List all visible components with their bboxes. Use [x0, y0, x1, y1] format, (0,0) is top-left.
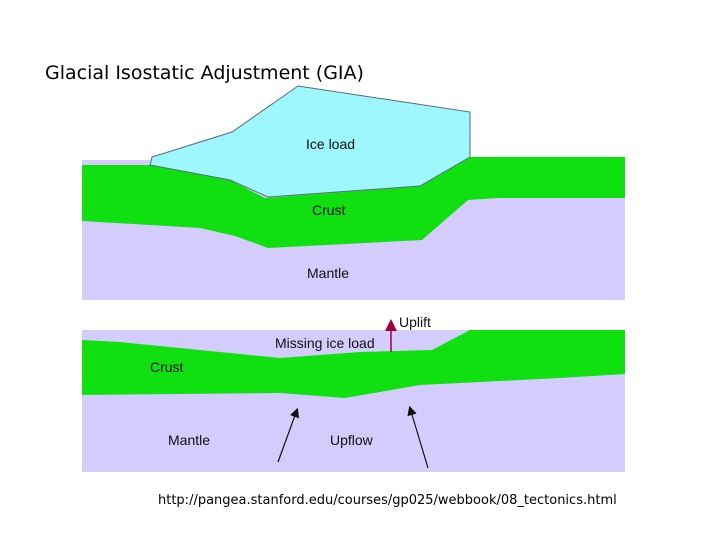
- top-mantle-label: Mantle: [307, 265, 349, 281]
- upflow-label: Upflow: [330, 432, 374, 448]
- bottom-panel: Crust Missing ice load Uplift Mantle Upf…: [82, 314, 625, 472]
- uplift-label: Uplift: [399, 314, 431, 330]
- top-panel: Ice load Crust Mantle: [82, 86, 625, 300]
- top-crust-label: Crust: [312, 202, 346, 218]
- bottom-crust-label: Crust: [150, 359, 184, 375]
- missing-ice-load-label: Missing ice load: [275, 335, 375, 351]
- bottom-mantle-label: Mantle: [168, 432, 210, 448]
- ice-load-label: Ice load: [306, 136, 355, 152]
- source-url: http://pangea.stanford.edu/courses/gp025…: [158, 493, 617, 508]
